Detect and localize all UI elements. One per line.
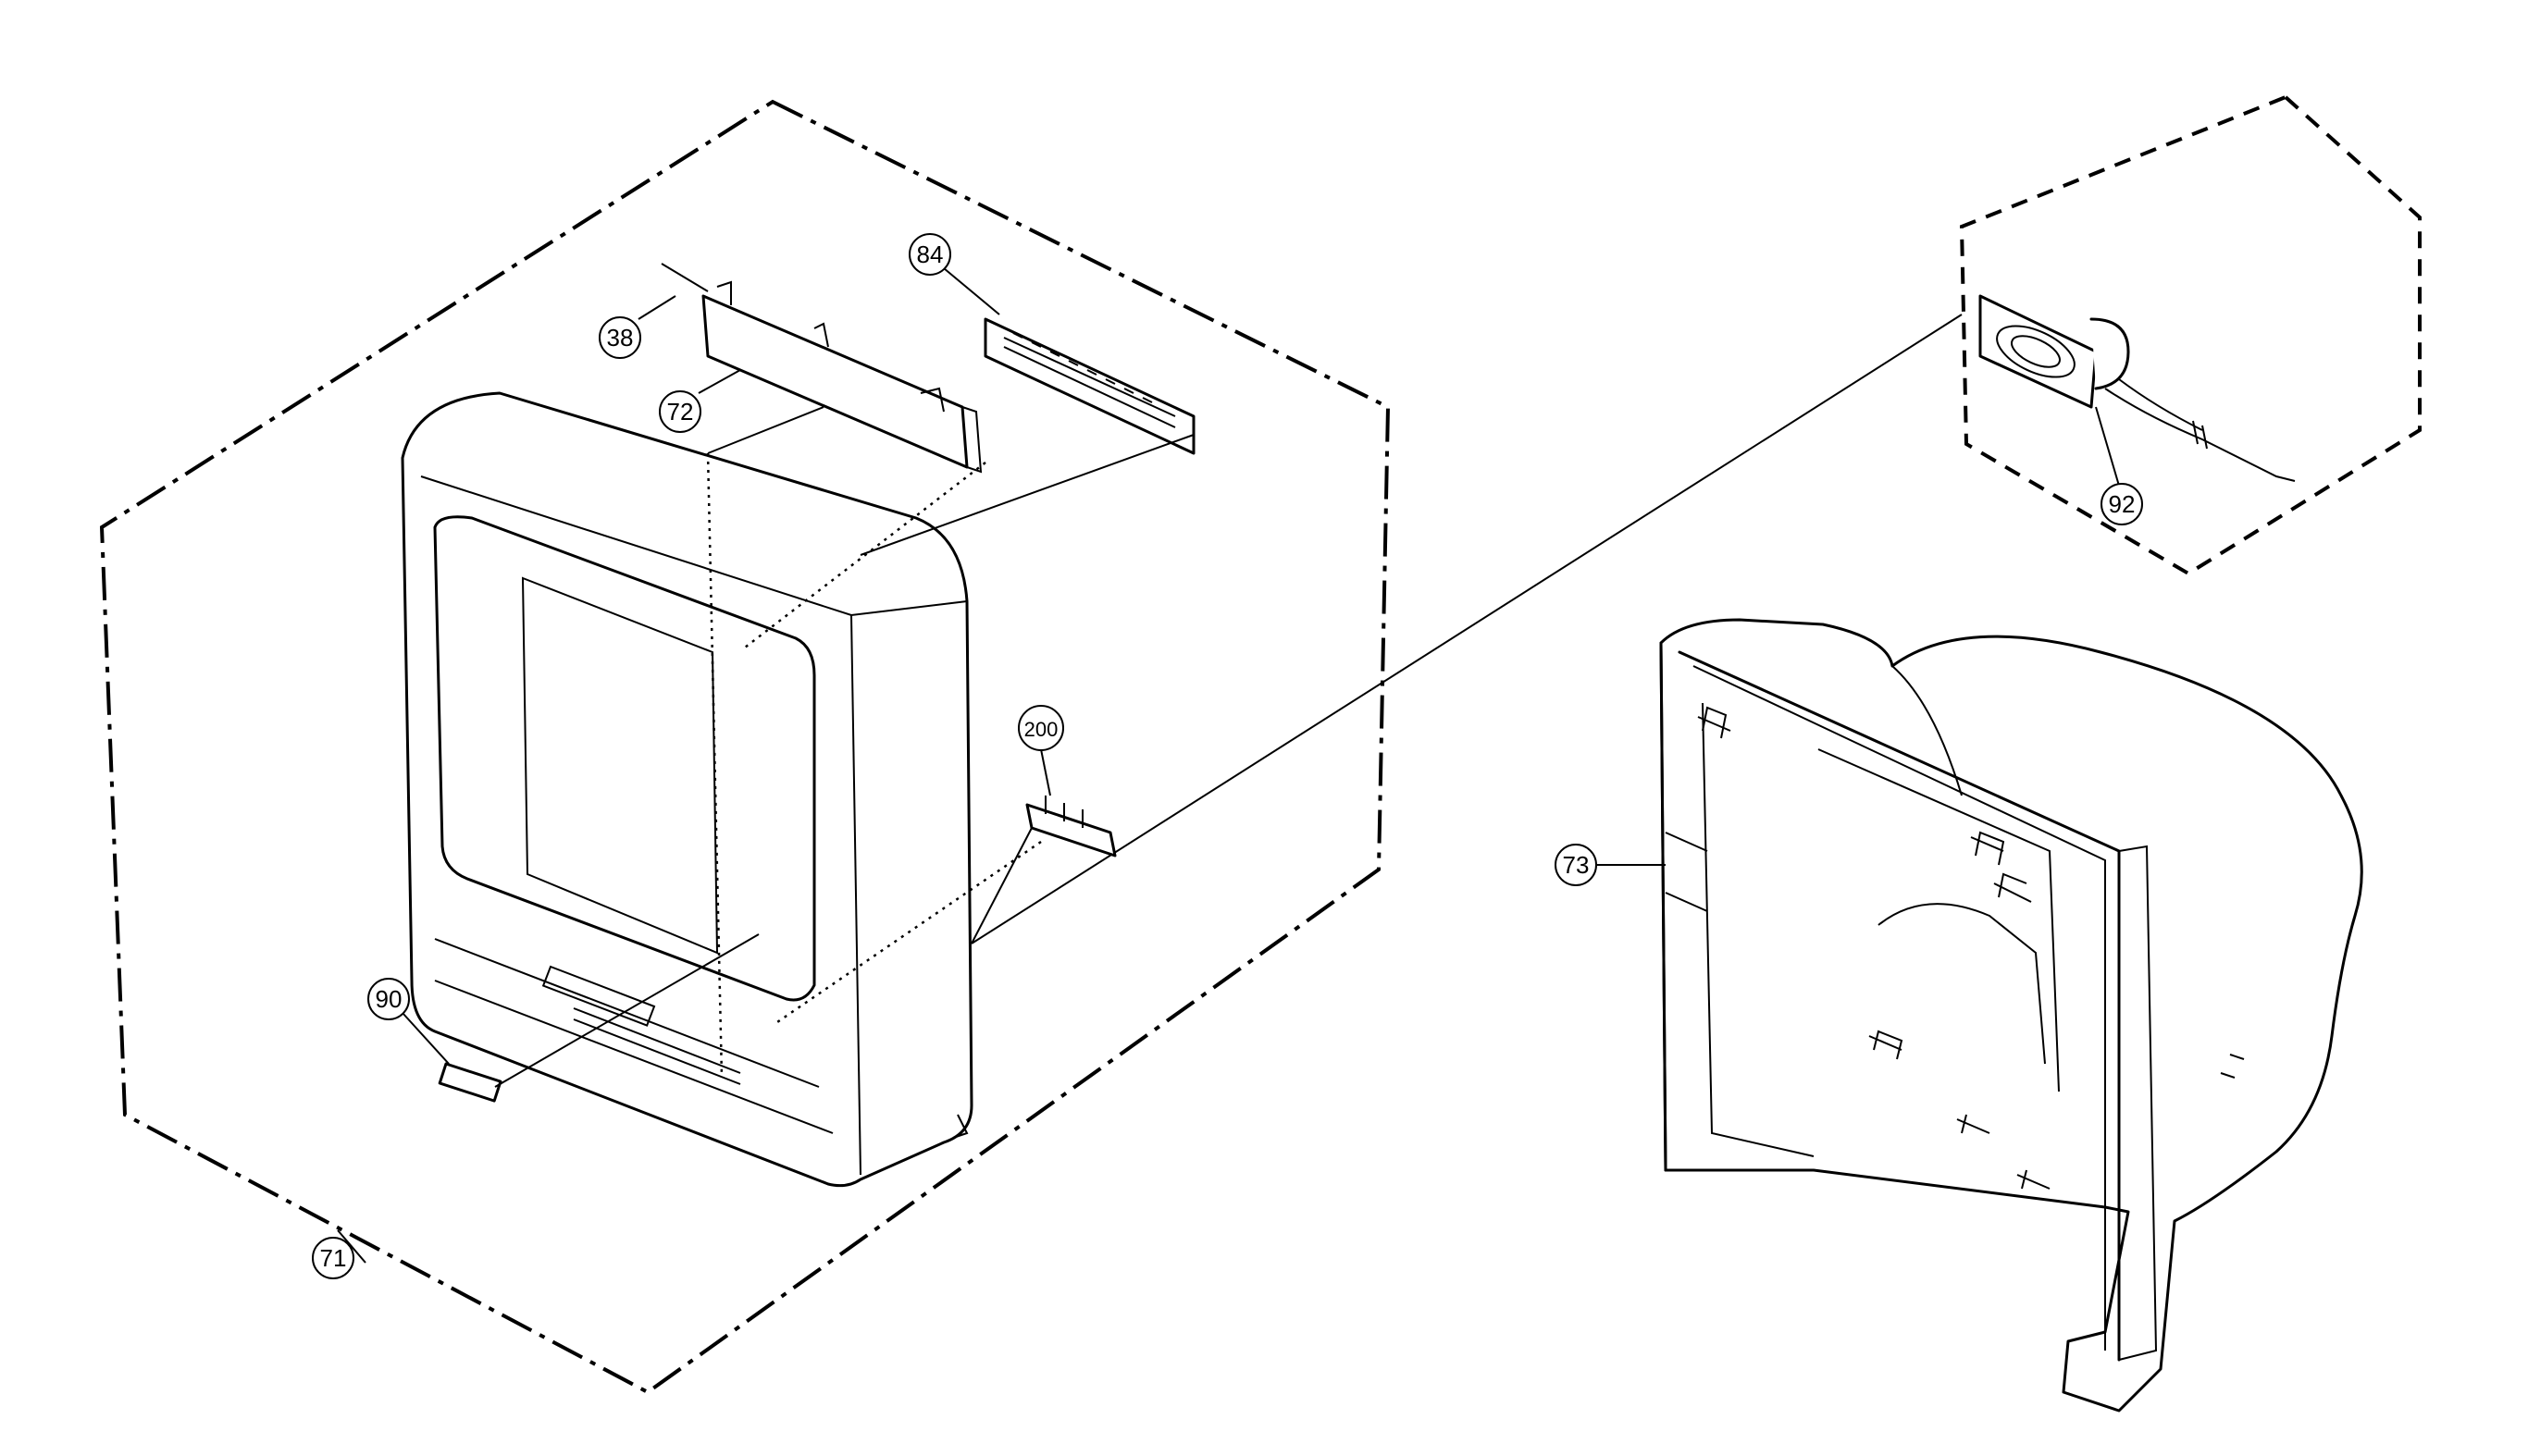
callout-38: 38	[599, 295, 676, 359]
callout-72-label: 72	[667, 398, 694, 426]
callout-84: 84	[909, 233, 1000, 315]
part-72-bracket	[661, 263, 983, 474]
rear-cabinet	[1659, 618, 2363, 1413]
part-200-switch	[971, 796, 1117, 944]
assembly-dotted-line-200	[776, 840, 1042, 1024]
speaker-leader-line	[971, 314, 1963, 944]
speaker-92	[1978, 294, 2296, 482]
callout-73-label: 73	[1563, 851, 1590, 879]
assembly-line-72	[707, 406, 824, 454]
callout-71: 71	[312, 1229, 366, 1279]
callout-71-label: 71	[320, 1244, 347, 1272]
assembly-line-90	[494, 933, 760, 1088]
callout-38-label: 38	[607, 324, 634, 352]
callout-73: 73	[1555, 844, 1666, 886]
front-cabinet	[401, 391, 973, 1188]
part-84-control-plate	[860, 317, 1196, 556]
callout-84-label: 84	[917, 241, 944, 268]
callout-90-label: 90	[376, 985, 403, 1013]
callout-200: 200	[1018, 705, 1064, 796]
callout-92-label: 92	[2109, 490, 2136, 518]
part-90-badge	[438, 1062, 502, 1103]
group-boundary-92	[1959, 94, 2422, 576]
group-boundary-71	[99, 99, 1391, 1395]
callout-90: 90	[367, 978, 450, 1065]
callout-72: 72	[659, 369, 741, 433]
assembly-dotted-line-84	[744, 462, 986, 648]
callout-92: 92	[2095, 406, 2143, 525]
callout-200-label: 200	[1024, 718, 1059, 741]
